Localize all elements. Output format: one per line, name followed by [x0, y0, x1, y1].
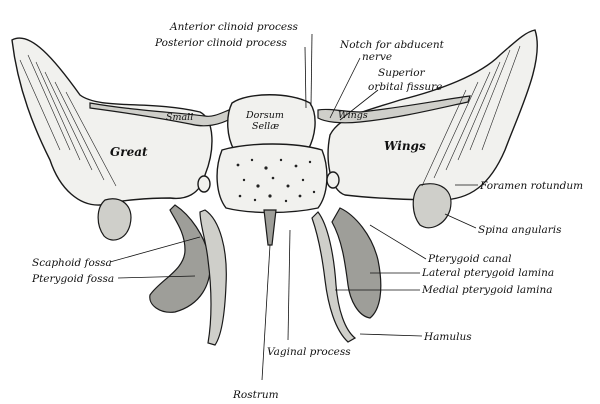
label-pterygoid-canal: Pterygoid canal	[427, 253, 511, 265]
right-small-wing	[317, 95, 471, 124]
label-posterior-clinoid-process: Posterior clinoid process	[154, 37, 287, 49]
left-great-wing	[11, 37, 213, 206]
label-rostrum: Rostrum	[232, 389, 279, 401]
label-pterygoid-fossa: Pterygoid fossa	[31, 273, 114, 285]
label-superior-orbital-line2: orbital fissure	[368, 81, 442, 93]
left-foramen	[197, 175, 211, 193]
label-group: Anterior clinoid process Posterior clino…	[31, 21, 583, 401]
leader-lines	[109, 33, 478, 381]
rostrum-shape	[263, 209, 277, 246]
label-hamulus: Hamulus	[423, 331, 472, 343]
dorsum-sellae-shape	[227, 94, 316, 151]
right-lateral-pterygoid	[331, 207, 382, 319]
label-small-wing: Small	[166, 112, 193, 123]
left-spina-region	[97, 198, 132, 241]
label-great-wing: Great	[110, 145, 148, 159]
right-medial-pterygoid	[311, 211, 357, 343]
wing-hatching	[19, 45, 521, 187]
label-sellae: Sellæ	[252, 121, 279, 132]
label-scaphoid-fossa: Scaphoid fossa	[32, 257, 112, 269]
right-foramen	[326, 171, 340, 189]
label-superior-orbital-line1: Superior	[378, 67, 426, 79]
label-anterior-clinoid-process: Anterior clinoid process	[169, 21, 298, 33]
label-foramen-rotundum: Foramen rotundum	[479, 180, 583, 192]
label-notch-abducent-line1: Notch for abducent	[339, 39, 445, 51]
label-wings-small: Wings	[338, 110, 368, 121]
label-vaginal-process: Vaginal process	[267, 346, 351, 358]
label-wings-great: Wings	[384, 139, 426, 153]
left-medial-pterygoid	[199, 209, 227, 346]
cancellous-texture	[236, 158, 316, 203]
label-dorsum: Dorsum	[245, 110, 284, 121]
sphenoid-bone	[11, 29, 538, 346]
label-notch-abducent-line2: nerve	[362, 51, 392, 63]
label-spina-angularis: Spina angularis	[478, 224, 562, 236]
right-spina-region	[412, 183, 452, 229]
label-lateral-pterygoid-lamina: Lateral pterygoid lamina	[421, 267, 554, 279]
label-medial-pterygoid-lamina: Medial pterygoid lamina	[421, 284, 553, 296]
